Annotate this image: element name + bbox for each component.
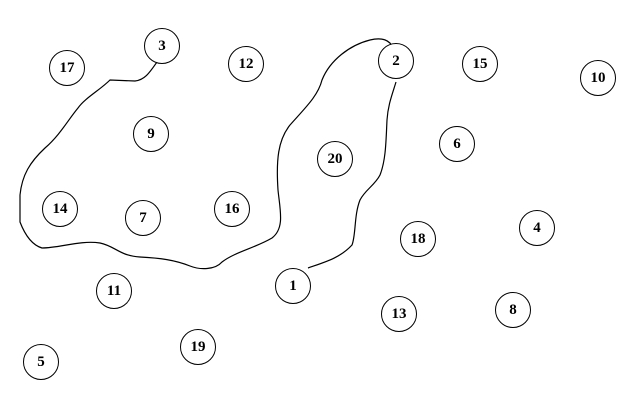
drawn-path bbox=[19, 38, 397, 270]
node-7[interactable]: 7 bbox=[125, 200, 161, 236]
node-3[interactable]: 3 bbox=[144, 28, 180, 64]
node-5[interactable]: 5 bbox=[23, 344, 59, 380]
node-12[interactable]: 12 bbox=[228, 46, 264, 82]
node-15[interactable]: 15 bbox=[462, 46, 498, 82]
node-1[interactable]: 1 bbox=[275, 268, 311, 304]
node-17[interactable]: 17 bbox=[49, 50, 85, 86]
node-2[interactable]: 2 bbox=[378, 43, 414, 79]
node-16[interactable]: 16 bbox=[214, 191, 250, 227]
node-13[interactable]: 13 bbox=[381, 296, 417, 332]
node-18[interactable]: 18 bbox=[400, 221, 436, 257]
node-6[interactable]: 6 bbox=[439, 126, 475, 162]
node-14[interactable]: 14 bbox=[42, 191, 78, 227]
node-8[interactable]: 8 bbox=[495, 292, 531, 328]
node-9[interactable]: 9 bbox=[133, 116, 169, 152]
node-20[interactable]: 20 bbox=[317, 141, 353, 177]
node-10[interactable]: 10 bbox=[580, 60, 616, 96]
node-4[interactable]: 4 bbox=[519, 210, 555, 246]
node-11[interactable]: 11 bbox=[96, 273, 132, 309]
node-19[interactable]: 19 bbox=[180, 329, 216, 365]
